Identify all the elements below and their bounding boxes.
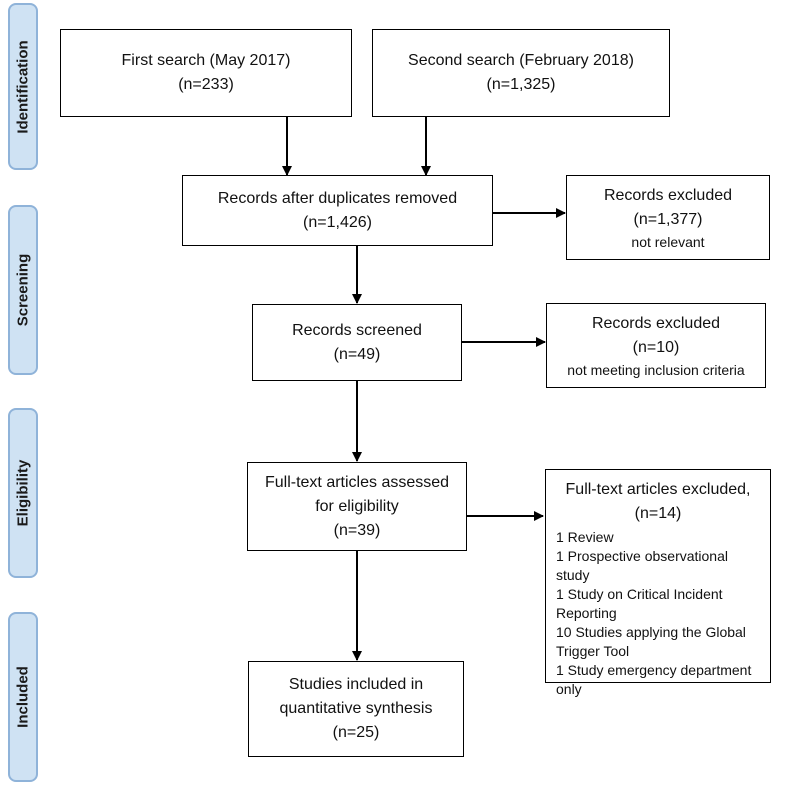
included-studies-title-line2: quantitative synthesis — [279, 700, 433, 717]
stage-label-identification: Identification — [8, 3, 38, 170]
fulltext-excluded-count: (n=14) — [634, 505, 682, 522]
second-search-box: Second search (February 2018) (n=1,325) — [372, 29, 670, 117]
stage-label-screening: Screening — [8, 205, 38, 375]
fulltext-excluded-reasons: 1 Review 1 Prospective observational stu… — [556, 528, 760, 699]
fulltext-assessed-title-line1: Full-text articles assessed — [264, 473, 450, 491]
exclusion-reason-item: 1 Study on Critical Incident Reporting — [556, 586, 723, 621]
fulltext-assessed-title-line2: for eligibility — [315, 497, 399, 515]
second-search-title: Second search (February 2018) — [408, 52, 634, 69]
excluded-not-relevant-reason: not relevant — [631, 233, 705, 250]
excluded-criteria-title: Records excluded — [591, 314, 721, 332]
first-search-count: (n=233) — [178, 76, 234, 93]
exclusion-reason-item: 1 Review — [556, 529, 614, 545]
second-search-count: (n=1,325) — [486, 76, 556, 93]
exclusion-reason-item: 1 Prospective observational study — [556, 548, 728, 583]
fulltext-assessed-count: (n=39) — [333, 521, 381, 539]
excluded-not-relevant-count: (n=1,377) — [633, 210, 703, 228]
records-screened-count: (n=49) — [333, 345, 381, 363]
records-screened-box: Records screened (n=49) — [252, 304, 462, 381]
first-search-title: First search (May 2017) — [121, 52, 291, 69]
excluded-criteria-box: Records excluded (n=10) not meeting incl… — [546, 303, 766, 388]
included-studies-count: (n=25) — [332, 724, 380, 741]
first-search-box: First search (May 2017) (n=233) — [60, 29, 352, 117]
excluded-not-relevant-title: Records excluded — [603, 186, 733, 204]
duplicates-removed-box: Records after duplicates removed (n=1,42… — [182, 175, 493, 246]
exclusion-reason-item: 1 Study emergency department only — [556, 662, 752, 697]
exclusion-reason-item: 10 Studies applying the Global Trigger T… — [556, 624, 746, 659]
stage-label-eligibility: Eligibility — [8, 408, 38, 578]
duplicates-removed-title: Records after duplicates removed — [217, 189, 458, 207]
included-studies-box: Studies included in quantitative synthes… — [248, 661, 464, 757]
fulltext-assessed-box: Full-text articles assessed for eligibil… — [247, 462, 467, 551]
excluded-not-relevant-box: Records excluded (n=1,377) not relevant — [566, 175, 770, 260]
fulltext-excluded-title: Full-text articles excluded, — [565, 481, 751, 498]
included-studies-title-line1: Studies included in — [288, 676, 424, 693]
duplicates-removed-count: (n=1,426) — [303, 213, 372, 231]
records-screened-title: Records screened — [292, 321, 422, 339]
stage-label-included: Included — [8, 612, 38, 782]
excluded-criteria-reason: not meeting inclusion criteria — [567, 361, 745, 378]
fulltext-excluded-box: Full-text articles excluded, (n=14) 1 Re… — [545, 469, 771, 697]
excluded-criteria-count: (n=10) — [632, 338, 680, 356]
